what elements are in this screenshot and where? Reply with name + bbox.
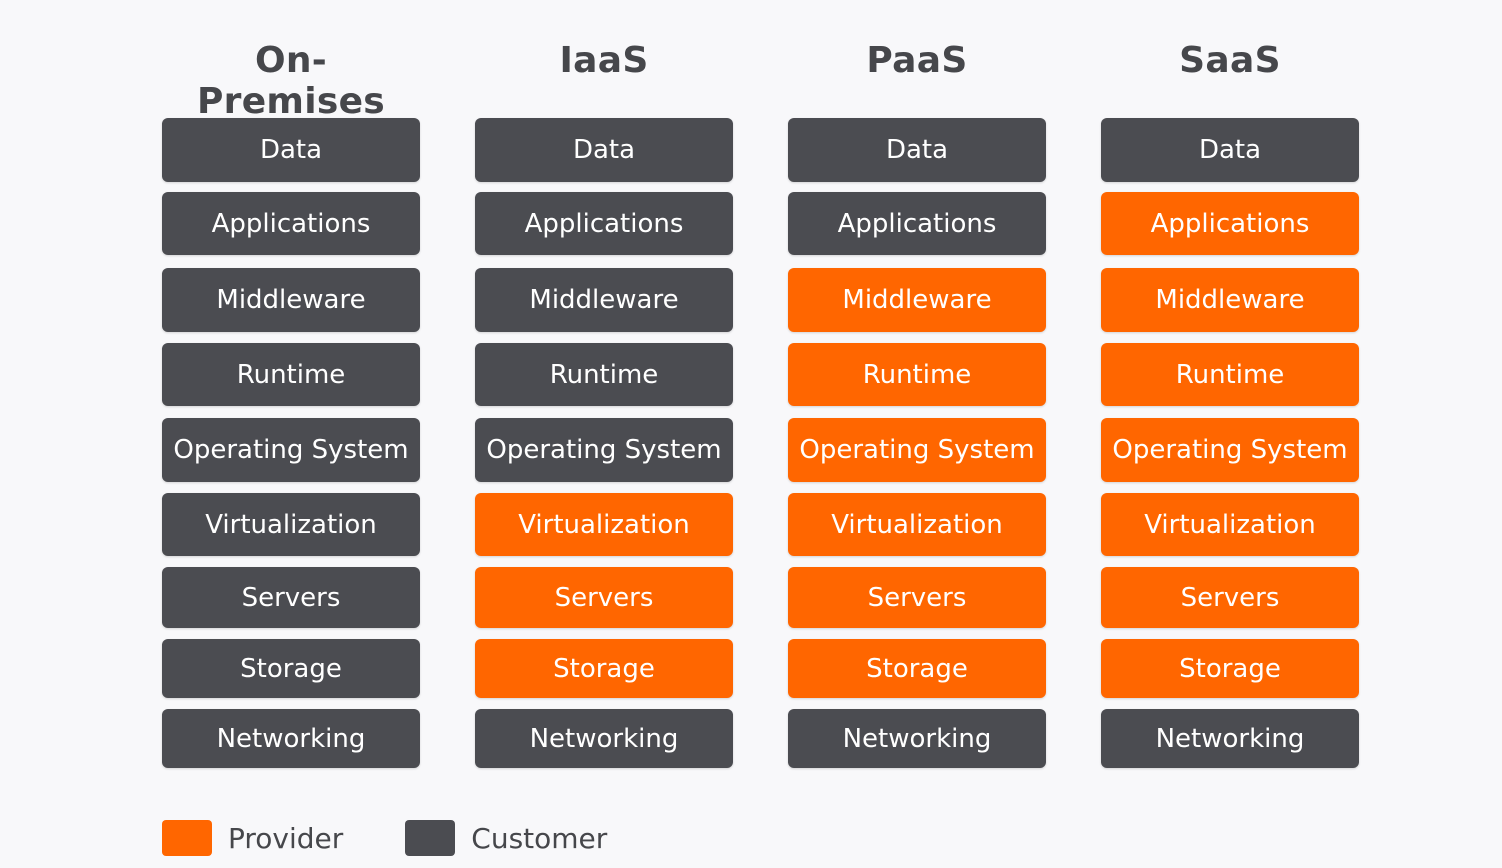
layer-virtualization: Virtualization [1101, 493, 1359, 556]
layer-storage: Storage [162, 639, 420, 698]
layer-storage: Storage [475, 639, 733, 698]
layer-middleware: Middleware [162, 268, 420, 332]
layer-virtualization: Virtualization [788, 493, 1046, 556]
layer-networking: Networking [162, 709, 420, 768]
layer-runtime: Runtime [788, 343, 1046, 406]
layer-middleware: Middleware [1101, 268, 1359, 332]
column-title: SaaS [1179, 40, 1281, 81]
legend: Provider Customer [162, 820, 669, 856]
layer-applications: Applications [1101, 192, 1359, 255]
legend-customer: Customer [405, 820, 607, 856]
layer-servers: Servers [788, 567, 1046, 628]
layer-servers: Servers [162, 567, 420, 628]
layer-operating-system: Operating System [162, 418, 420, 482]
layer-networking: Networking [1101, 709, 1359, 768]
provider-swatch [162, 820, 212, 856]
layer-middleware: Middleware [475, 268, 733, 332]
layer-virtualization: Virtualization [162, 493, 420, 556]
column-title: On-Premises [196, 40, 386, 122]
layer-networking: Networking [475, 709, 733, 768]
layer-applications: Applications [162, 192, 420, 255]
layer-storage: Storage [788, 639, 1046, 698]
layer-operating-system: Operating System [475, 418, 733, 482]
layer-operating-system: Operating System [1101, 418, 1359, 482]
layer-servers: Servers [475, 567, 733, 628]
layer-networking: Networking [788, 709, 1046, 768]
column-title: PaaS [866, 40, 968, 81]
layer-storage: Storage [1101, 639, 1359, 698]
layer-runtime: Runtime [475, 343, 733, 406]
layer-operating-system: Operating System [788, 418, 1046, 482]
legend-label: Customer [471, 821, 608, 855]
layer-applications: Applications [475, 192, 733, 255]
layer-data: Data [788, 118, 1046, 182]
layer-virtualization: Virtualization [475, 493, 733, 556]
legend-label: Provider [228, 821, 344, 855]
layer-runtime: Runtime [162, 343, 420, 406]
layer-runtime: Runtime [1101, 343, 1359, 406]
layer-servers: Servers [1101, 567, 1359, 628]
column-title: IaaS [559, 40, 649, 81]
layer-data: Data [475, 118, 733, 182]
customer-swatch [405, 820, 456, 856]
layer-data: Data [162, 118, 420, 182]
layer-middleware: Middleware [788, 268, 1046, 332]
layer-data: Data [1101, 118, 1359, 182]
legend-provider: Provider [162, 820, 343, 856]
layer-applications: Applications [788, 192, 1046, 255]
